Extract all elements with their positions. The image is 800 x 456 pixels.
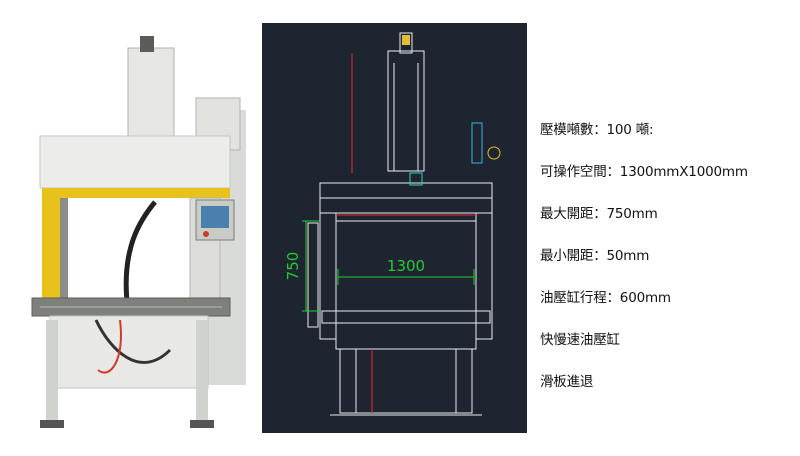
spec-slide-table: 滑板進退 xyxy=(540,374,594,390)
cad-base xyxy=(339,348,473,414)
press-foot-right xyxy=(190,420,214,428)
cad-cylinder xyxy=(387,50,425,172)
spec-working-area: 可操作空間：1300mmX1000mm xyxy=(540,164,748,180)
cad-drawing: 750 1300 xyxy=(284,32,501,416)
spec-min-opening: 最小開距：50mm xyxy=(540,248,650,264)
cad-valve-icon xyxy=(471,122,483,164)
press-base xyxy=(49,315,209,389)
spec-list: 壓模噸數：100 噸: 可操作空間：1300mmX1000mm 最大開距：750… xyxy=(540,120,795,414)
cad-left-column xyxy=(319,212,337,340)
cad-table xyxy=(321,310,491,324)
press-cylinder-cap xyxy=(140,36,154,52)
spec-tonnage: 壓模噸數：100 噸: xyxy=(540,122,654,138)
cad-drawing-panel: 750 1300 xyxy=(262,23,527,433)
height-dimension: 750 xyxy=(284,252,302,281)
spec-max-opening: 最大開距：750mm xyxy=(540,206,658,222)
press-left-column xyxy=(42,188,62,308)
hazard-stripe xyxy=(42,188,230,198)
press-leg-right xyxy=(196,320,208,424)
cad-cylinder-cap-icon xyxy=(402,35,410,45)
press-top-beam xyxy=(39,135,231,189)
spec-cylinder-stroke: 油壓缸行程：600mm xyxy=(540,290,671,306)
control-button-icon xyxy=(203,231,209,237)
spec-fast-slow-cylinder: 快慢速油壓缸 xyxy=(540,332,620,348)
hydraulic-hose xyxy=(123,200,157,311)
light-curtain-left xyxy=(60,198,68,308)
press-cylinder xyxy=(127,47,175,149)
press-foot-left xyxy=(40,420,64,428)
press-leg-left xyxy=(46,320,58,424)
press-machine-photo xyxy=(31,36,246,428)
cad-right-column xyxy=(475,212,493,340)
control-screen xyxy=(201,206,229,228)
width-dimension: 1300 xyxy=(387,257,425,275)
